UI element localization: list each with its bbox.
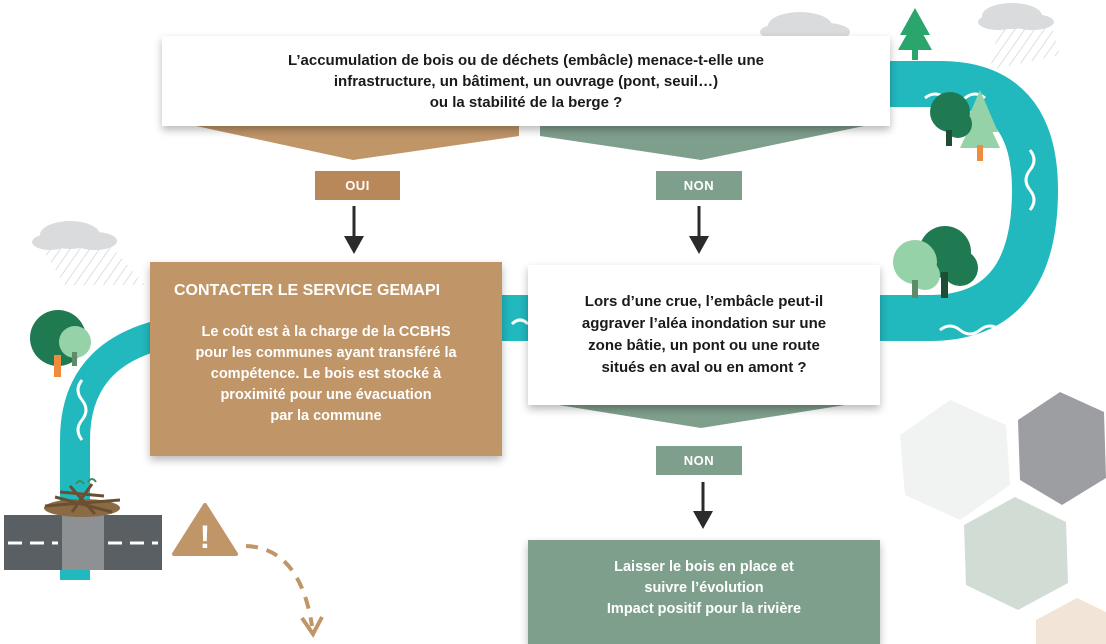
yes-ribbon	[196, 126, 519, 160]
leave-wood-box: Laisser le bois en place et suivre l’évo…	[528, 540, 880, 644]
woody-debris-icon	[44, 478, 121, 517]
arrow-down-icon	[693, 482, 713, 529]
result-line-1: Laisser le bois en place et	[614, 558, 794, 575]
contact-box-title: CONTACTER LE SERVICE GEMAPI	[174, 282, 441, 299]
result-line-3: Impact positif pour la rivière	[606, 600, 802, 617]
question-2-line-1: Lors d’une crue, l’embâcle peut-il	[584, 293, 824, 310]
arrow-down-icon	[344, 206, 364, 254]
dashed-curved-arrow	[245, 544, 324, 638]
rain-cloud-left	[32, 221, 145, 285]
contact-box-body: Le coût est à la charge de la CCBHS pour…	[195, 322, 456, 427]
answer-yes-tag: OUI	[315, 171, 400, 200]
contact-box-line-2: pour les communes ayant transféré la	[195, 345, 457, 361]
tree-icon	[59, 326, 91, 366]
question-2-line-2: aggraver l’aléa inondation sur une	[581, 315, 827, 332]
question-box-1: L’accumulation de bois ou de déchets (em…	[162, 36, 890, 126]
rain-cloud-top-right	[978, 3, 1060, 70]
contact-box-line-4: proximité pour une évacuation	[220, 387, 432, 403]
question-1-line-1: L’accumulation de bois ou de déchets (em…	[288, 51, 764, 69]
tree-icon	[893, 240, 940, 298]
contact-box-line-5: par la commune	[270, 408, 382, 424]
question-1-line-2: infrastructure, un bâtiment, un ouvrage …	[333, 72, 719, 90]
no-ribbon	[540, 126, 864, 160]
contact-box-line-3: compétence. Le bois est stocké à	[210, 366, 442, 382]
warning-symbol: !	[200, 519, 211, 555]
answer-no-tag-1: NON	[656, 171, 742, 200]
result-line-2: suivre l’évolution	[644, 579, 764, 596]
tree-icon	[930, 92, 972, 146]
question-2-line-3: zone bâtie, un pont ou une route	[588, 337, 820, 354]
question-1-line-3: ou la stabilité de la berge ?	[429, 93, 623, 111]
question-2-line-4: situés en aval ou en amont ?	[601, 359, 807, 376]
question-box-2: Lors d’une crue, l’embâcle peut-il aggra…	[528, 265, 880, 405]
tree-icon	[898, 8, 932, 60]
hexagon-decoration	[900, 392, 1106, 644]
arrow-down-icon	[689, 206, 709, 254]
contact-box-line-1: Le coût est à la charge de la CCBHS	[201, 324, 451, 340]
no-ribbon-2	[540, 402, 864, 428]
contact-gemapi-box: CONTACTER LE SERVICE GEMAPI Le coût est …	[150, 262, 502, 456]
answer-no-tag-2: NON	[656, 446, 742, 475]
road	[4, 515, 162, 570]
warning-icon: !	[172, 503, 238, 556]
